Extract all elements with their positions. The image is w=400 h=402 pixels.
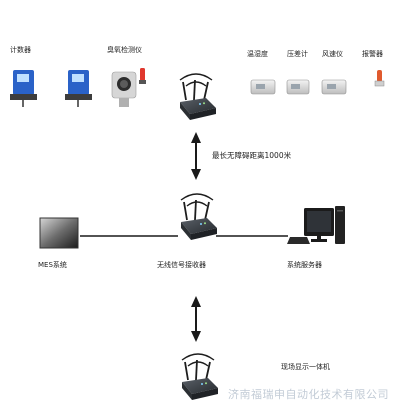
- mes-system-label: MES系统: [38, 261, 67, 269]
- counter-2-device: [65, 70, 92, 107]
- double-arrow-lower: [191, 296, 201, 342]
- mes-screen-device: [39, 217, 79, 249]
- max-distance-label: 最长无障碍距离1000米: [212, 151, 292, 160]
- system-server-label: 系统服务器: [287, 261, 322, 269]
- bottom-router-device: [181, 353, 219, 400]
- wireless-receiver-label: 无线信号接收器: [157, 261, 206, 269]
- pressure-gauge-device: [286, 79, 310, 95]
- counter-label: 计数器: [10, 46, 31, 54]
- temp-humidity-device: [250, 79, 276, 95]
- anemometer-device: [321, 79, 347, 95]
- company-watermark: 济南福瑞申自动化技术有限公司: [228, 388, 389, 401]
- top-router-device: [179, 73, 217, 121]
- system-server-device: [287, 206, 345, 244]
- alarm-device: [374, 70, 385, 87]
- counter-1-device: [10, 70, 37, 107]
- pressure-gauge-label: 压差计: [287, 50, 308, 58]
- ozone-detector-label: 臭氧检测仪: [107, 46, 142, 54]
- anemometer-label: 风速仪: [322, 50, 343, 58]
- alarm-label: 报警器: [362, 50, 383, 58]
- double-arrow-upper: [191, 132, 201, 180]
- ozone-detector-device: [111, 68, 146, 107]
- onsite-display-label: 现场显示一体机: [281, 363, 330, 371]
- temp-humidity-label: 温湿度: [247, 50, 268, 58]
- middle-router-device: [180, 193, 218, 241]
